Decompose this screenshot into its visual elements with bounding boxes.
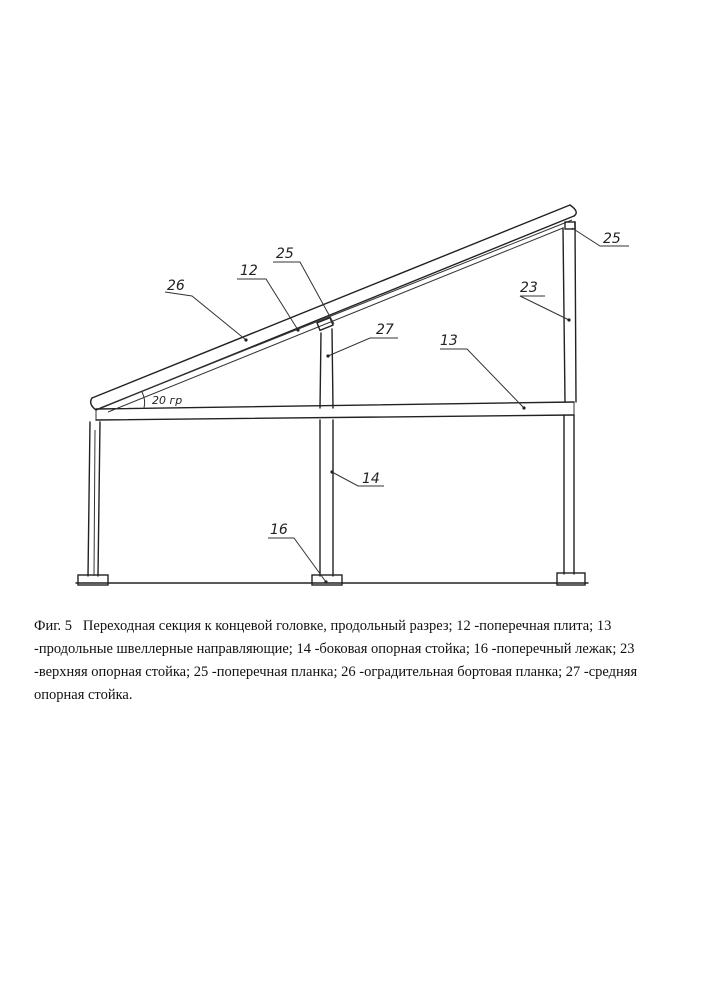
label-25-top: 25 — [603, 231, 621, 247]
label-25-middle: 25 — [276, 246, 294, 262]
dot-13 — [522, 406, 525, 409]
dot-23 — [567, 318, 570, 321]
figure-caption: Фиг. 5 Переходная секция к концевой голо… — [34, 615, 674, 707]
leader-27 — [328, 338, 398, 356]
slope-inner-line — [100, 220, 572, 408]
dot-26 — [244, 338, 247, 341]
dot-12 — [296, 328, 299, 331]
label-23: 23 — [520, 280, 538, 296]
label-26: 26 — [167, 278, 185, 294]
slope-right-cap — [570, 205, 576, 216]
leader-25-middle — [273, 262, 334, 324]
angle-label: 20 гр — [152, 394, 182, 407]
leader-12 — [237, 279, 298, 330]
label-13: 13 — [440, 333, 458, 349]
slope-left-cap — [91, 398, 96, 410]
label-16: 16 — [270, 522, 288, 538]
label-27: 27 — [376, 322, 394, 338]
left-post-inner — [98, 422, 100, 576]
leader-26 — [165, 292, 246, 340]
caption-figure-label: Фиг. 5 — [34, 618, 72, 634]
left-post-edge — [94, 430, 95, 576]
slope-underside-line — [108, 228, 563, 412]
crossbar-25-top — [565, 222, 575, 229]
label-14: 14 — [362, 471, 380, 487]
left-post-outer — [88, 422, 90, 576]
label-12: 12 — [240, 263, 258, 279]
middle-upper-post-left — [320, 333, 321, 408]
middle-upper-post-right — [332, 329, 333, 408]
leader-13 — [440, 349, 524, 408]
guide-bottom-line — [96, 415, 574, 420]
leader-23 — [520, 296, 569, 320]
dot-16 — [324, 580, 327, 583]
upper-post-right — [575, 222, 576, 402]
upper-post-left — [563, 228, 565, 402]
dot-27 — [326, 354, 329, 357]
slope-top-line — [92, 205, 570, 398]
dot-14 — [330, 470, 333, 473]
caption-text: Переходная секция к концевой головке, пр… — [34, 618, 637, 703]
angle-arc — [142, 392, 145, 408]
section-drawing: 20 гр 26 12 25 25 23 27 13 14 16 — [0, 0, 707, 600]
